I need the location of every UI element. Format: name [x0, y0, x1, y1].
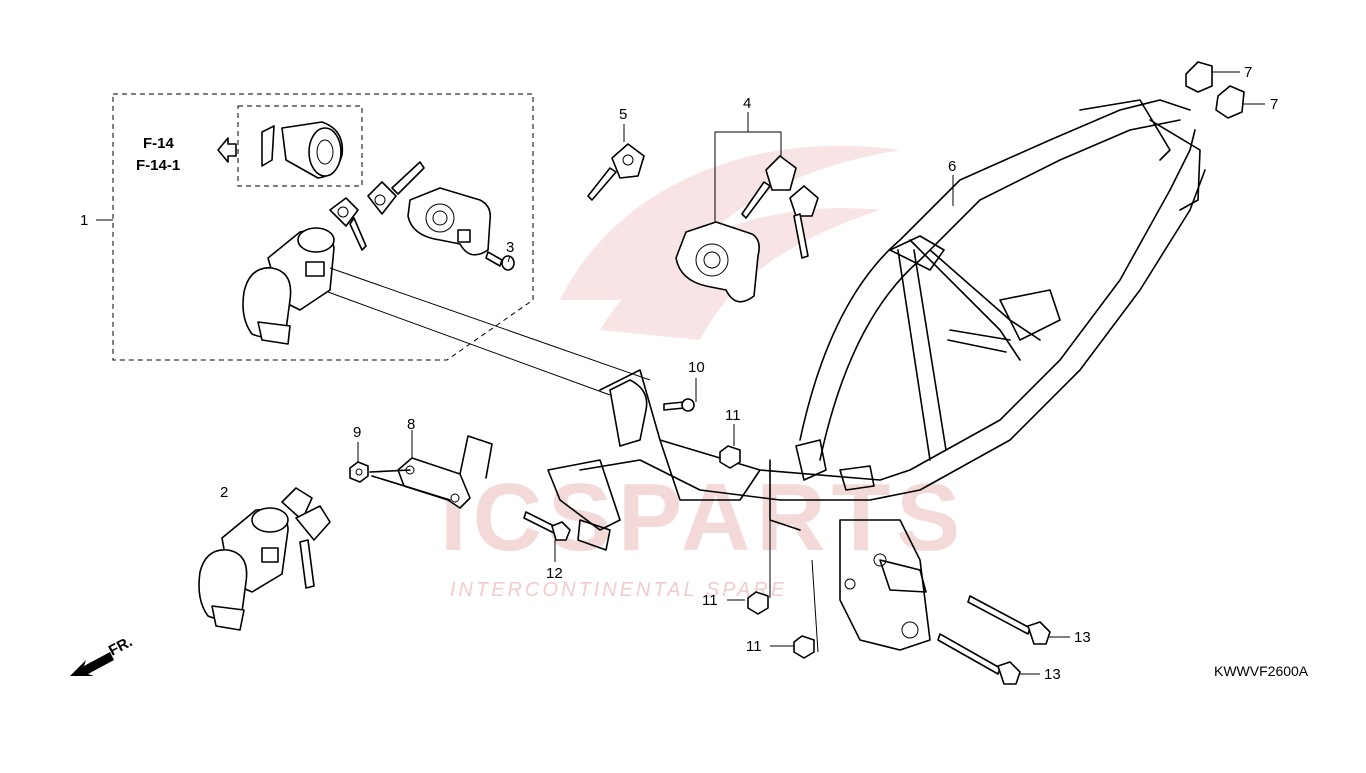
- cap-7-parts: [1185, 61, 1245, 119]
- reference-arrow-icon: [217, 137, 237, 163]
- callout-9: 9: [353, 424, 361, 441]
- key-set-4-part: [675, 155, 819, 303]
- kit-dashed-border: [112, 93, 534, 361]
- reference-label-1: F-14: [143, 135, 175, 152]
- bolt-13-parts: [937, 595, 1051, 685]
- callout-11-upper: 11: [725, 407, 741, 424]
- watermark-wing-shape: [560, 145, 900, 300]
- watermark-tagline: INTERCONTINENTAL SPARE: [450, 579, 787, 601]
- ignition-switch-2-part: [198, 487, 331, 631]
- callout-3: 3: [506, 239, 514, 256]
- callout-5: 5: [619, 106, 627, 123]
- nut-9-part: [349, 461, 369, 483]
- frame-body-part: [547, 99, 1206, 651]
- screw-3-part: [485, 251, 515, 271]
- watermark-brand: ICSPARTS: [440, 464, 966, 571]
- key-5-part: [587, 143, 645, 201]
- callout-10: 10: [688, 359, 705, 376]
- callout-numbers: 1 2 3 4 5 6 7 7 8 9 10 11 11 11 12 13 13: [80, 64, 1278, 683]
- sub-assembly-dashed-box: [237, 105, 363, 187]
- callout-11-lower: 11: [746, 638, 762, 655]
- reference-label-2: F-14-1: [136, 157, 180, 174]
- kit-keys: [329, 161, 425, 251]
- screw-10-part: [663, 398, 695, 412]
- reference-block: F-14 F-14-1: [136, 135, 237, 174]
- callout-12: 12: [546, 565, 563, 582]
- callout-13-lower: 13: [1044, 666, 1061, 683]
- callout-2: 2: [220, 484, 228, 501]
- leader-lines: [96, 71, 1265, 675]
- callout-8: 8: [407, 416, 415, 433]
- lock-cylinder-part: [261, 121, 344, 179]
- callout-11-middle: 11: [702, 592, 718, 609]
- key-shutter-part: [407, 187, 492, 256]
- callout-13-upper: 13: [1074, 629, 1091, 646]
- callout-4: 4: [743, 95, 751, 112]
- front-direction-indicator: FR.: [70, 633, 135, 676]
- bracket-8-part: [369, 435, 493, 509]
- kit-outline: [112, 93, 534, 361]
- callout-6: 6: [948, 158, 956, 175]
- callout-7-upper: 7: [1244, 64, 1252, 81]
- callout-1: 1: [80, 212, 88, 229]
- nut-11-parts: [719, 445, 815, 659]
- diagram-code: KWWVF2600A: [1214, 663, 1309, 679]
- front-arrow-icon: [70, 652, 114, 676]
- bolt-12-part: [523, 511, 571, 541]
- callout-7-lower: 7: [1270, 96, 1278, 113]
- ignition-switch-part: [242, 227, 335, 345]
